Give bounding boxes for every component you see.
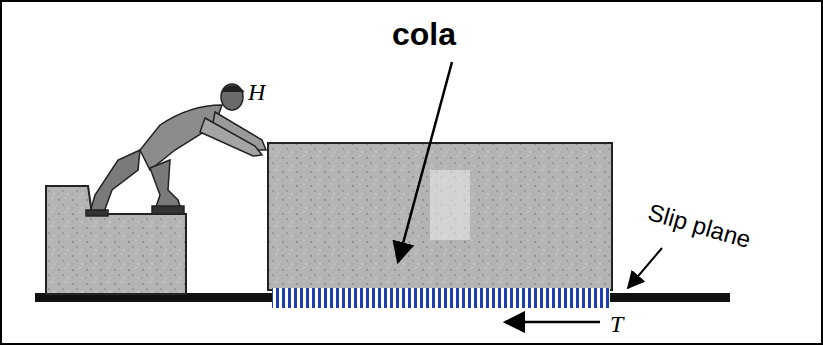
slip-plane-leader [628, 248, 662, 288]
cola-leader [398, 62, 452, 262]
material-label: cola [392, 18, 456, 50]
plane-label: Slip plane [645, 200, 753, 252]
highlight [430, 170, 470, 240]
force-arrow [505, 321, 600, 324]
slip-plane-strip [272, 288, 610, 308]
person [86, 84, 266, 216]
force-label: T [610, 312, 623, 336]
force-label: H [248, 80, 265, 104]
soil-block [268, 143, 612, 290]
